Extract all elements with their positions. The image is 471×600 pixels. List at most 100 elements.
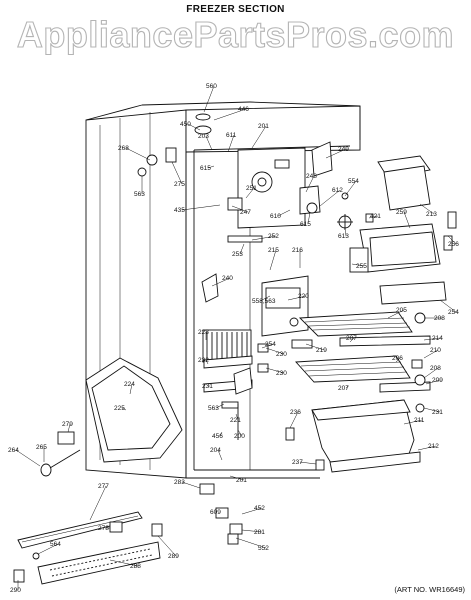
upper-wire-shelf — [298, 311, 431, 347]
callout-label: 231 — [432, 409, 443, 416]
leader-line — [181, 204, 221, 211]
callout-label: 264 — [8, 447, 19, 454]
callout-label: 207 — [338, 385, 349, 392]
callout-label: 236 — [290, 409, 301, 416]
leader-line — [319, 189, 341, 207]
door-shelf-frame — [359, 223, 447, 305]
callout-254a: 254 — [261, 341, 276, 349]
callout-label: 203 — [198, 133, 209, 140]
callout-label: 563 — [208, 405, 219, 412]
callout-label: 216 — [292, 247, 303, 254]
leader-line — [245, 187, 255, 199]
callout-layer: 5604464506112032012492686152755634352512… — [8, 83, 459, 594]
leader-line — [287, 295, 307, 301]
leader-line — [423, 407, 441, 413]
callout-452: 452 — [241, 505, 265, 515]
bottom-rail — [17, 511, 143, 549]
callout-247: 247 — [231, 205, 251, 216]
callout-446: 446 — [213, 106, 249, 121]
leader-line — [423, 349, 439, 359]
callout-283: 283 — [174, 479, 201, 489]
callout-236: 236 — [289, 409, 301, 429]
callout-289: 289 — [157, 535, 179, 560]
callout-label: 251 — [246, 185, 257, 192]
leader-line — [205, 135, 213, 151]
callout-609: 609 — [210, 509, 221, 516]
callout-label: 210 — [430, 347, 441, 354]
callout-210: 210 — [423, 347, 441, 359]
leader-line — [305, 343, 325, 351]
callout-label: 254 — [265, 341, 276, 348]
callout-248: 248 — [305, 173, 317, 193]
leader-line — [211, 277, 231, 287]
callout-224: 224 — [124, 381, 135, 395]
callout-251: 251 — [245, 185, 257, 199]
leader-line — [231, 205, 249, 213]
lower-wire-shelf — [295, 355, 431, 393]
callout-231a: 231 — [202, 383, 213, 390]
leader-line — [187, 123, 201, 131]
callout-label: 554 — [348, 178, 359, 185]
leader-line — [325, 148, 347, 159]
callout-203: 203 — [198, 133, 213, 151]
callout-421: 421 — [368, 213, 381, 220]
callout-232: 232 — [198, 357, 209, 365]
callout-254b: 254 — [439, 299, 459, 316]
callout-label: 456 — [212, 433, 223, 440]
callout-552: 552 — [235, 537, 269, 552]
leader-line — [213, 108, 247, 121]
callout-268: 268 — [118, 145, 151, 161]
callout-label: 611 — [226, 132, 237, 139]
leader-line — [351, 263, 365, 267]
callout-label: 206 — [392, 355, 403, 362]
leader-line — [125, 147, 151, 161]
callout-label: 252 — [268, 233, 279, 240]
callout-label: 224 — [124, 381, 135, 388]
callout-264: 264 — [8, 447, 41, 467]
leader-line — [241, 529, 263, 533]
callout-label: 204 — [210, 447, 221, 454]
small-parts — [13, 113, 457, 583]
leader-line — [67, 423, 71, 433]
callout-201a: 201 — [251, 123, 269, 149]
callout-label: 230 — [276, 370, 287, 377]
callout-221: 221 — [230, 413, 241, 424]
callout-265: 265 — [36, 444, 47, 462]
leader-line — [241, 507, 263, 515]
callout-615b: 615 — [300, 211, 311, 228]
leader-line — [239, 243, 245, 255]
leader-line — [251, 125, 267, 149]
callout-label: 225 — [114, 405, 125, 412]
leader-line — [419, 203, 435, 215]
callout-label: 609 — [210, 509, 221, 516]
callout-230a: 230 — [265, 347, 287, 358]
leader-line — [181, 481, 201, 489]
callout-611: 611 — [226, 132, 237, 153]
callout-label: 564 — [50, 541, 61, 548]
callout-208a: 208 — [424, 315, 445, 322]
leader-line — [265, 347, 285, 355]
callout-212: 212 — [417, 443, 439, 451]
callout-615a: 615 — [200, 165, 215, 172]
leader-line — [109, 559, 139, 567]
leader-line — [305, 175, 315, 193]
callout-231b: 231 — [423, 407, 443, 416]
callout-label: 452 — [254, 505, 265, 512]
callout-450: 450 — [180, 121, 201, 131]
callout-200: 200 — [234, 429, 245, 440]
callout-label: 254 — [448, 309, 459, 316]
callout-label: 219 — [316, 347, 327, 354]
callout-label: 615 — [200, 165, 211, 172]
callout-label: 221 — [230, 417, 241, 424]
callout-label: 552 — [258, 545, 269, 552]
watermark: AppliancePartsPros.com — [16, 13, 455, 55]
callout-label: 201 — [236, 477, 247, 484]
art-number: (ART NO. WR16649) — [394, 585, 465, 594]
leader-line — [395, 357, 401, 363]
callout-563b: 563 — [208, 403, 225, 412]
callout-label: 220 — [298, 293, 309, 300]
callout-207b: 207 — [338, 385, 349, 392]
callout-label: 275 — [174, 181, 185, 188]
callout-204: 204 — [210, 447, 223, 461]
leader-line — [251, 235, 277, 241]
